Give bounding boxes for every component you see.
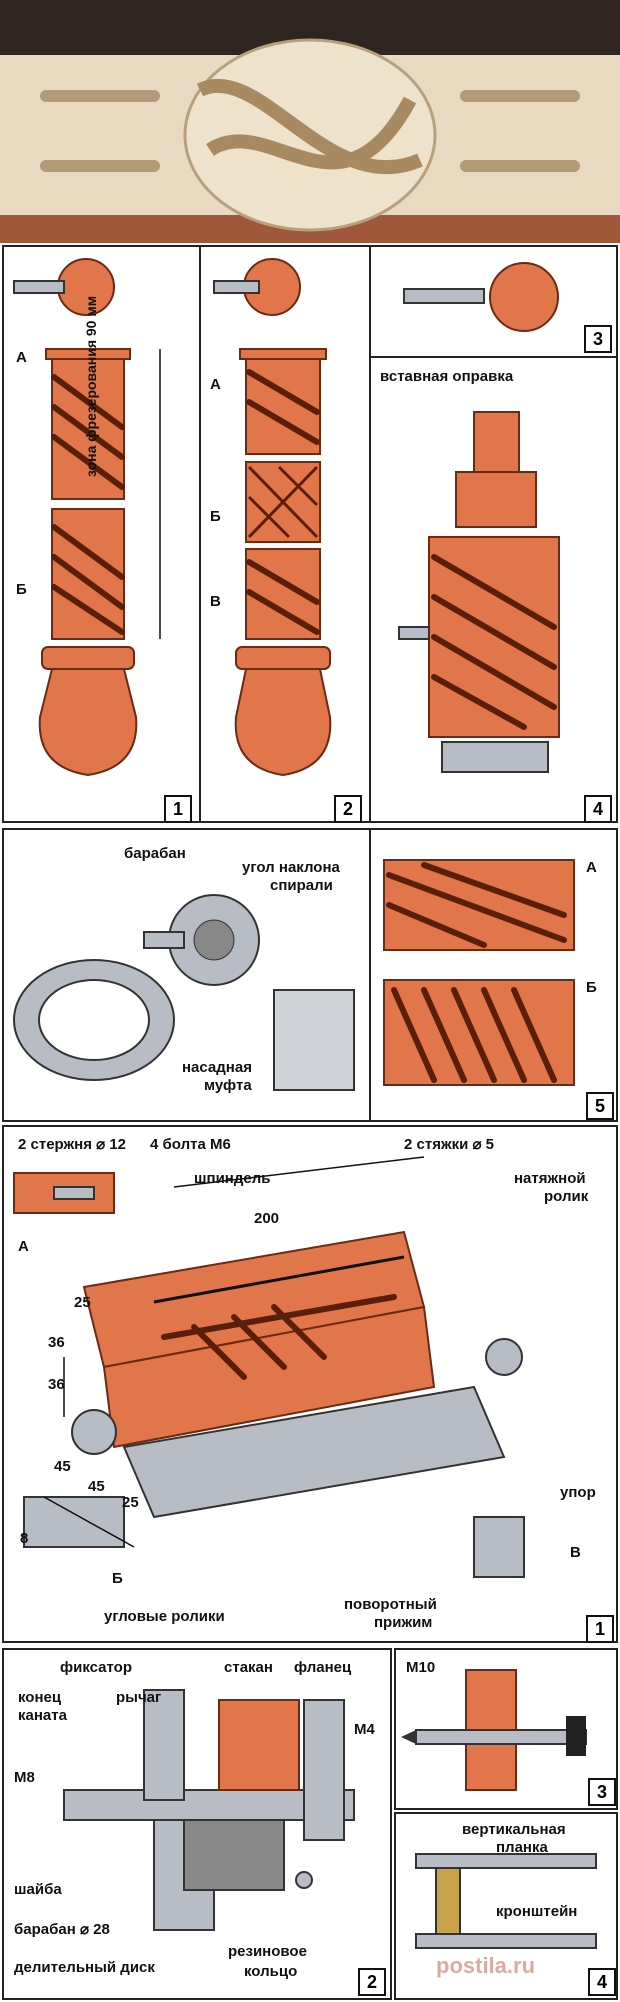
panel4-title: вставная оправка [380, 368, 514, 385]
panel4-number: 4 [584, 795, 612, 823]
tension-roller-1: натяжной [514, 1170, 586, 1187]
panel5-angle-1: угол наклона [242, 859, 340, 876]
panel5-sleeve-1: насадная [182, 1059, 252, 1076]
rods-label: 2 стержня ⌀ 12 [18, 1136, 127, 1153]
flange-label: фланец [294, 1659, 352, 1676]
top-photo [0, 0, 620, 243]
bolts-label: 4 болта М6 [150, 1136, 231, 1153]
baluster-drawings [13, 247, 616, 821]
detail-4-panel: вертикальная планка кронштейн postila.ru… [394, 1812, 618, 2000]
detail4-drawing [415, 1853, 597, 1949]
rope-end-1: конец [18, 1689, 62, 1706]
drum-label: барабан ⌀ 28 [14, 1921, 110, 1938]
dim-200: 200 [254, 1210, 280, 1227]
panel1-label-a: А [16, 349, 27, 366]
panel1-number: 1 [164, 795, 192, 823]
panel5-drawings [13, 830, 575, 1120]
carved-baluster-photo [0, 0, 620, 243]
panel-5: барабан угол наклона спирали насадная му… [2, 828, 618, 1122]
detail2-drawing [63, 1689, 355, 1931]
detail-3-panel: М10 3 [394, 1648, 618, 1810]
dim-25-bottom: 25 [122, 1494, 139, 1511]
cup-label: стакан [224, 1659, 273, 1676]
dim-36-b: 36 [48, 1376, 65, 1393]
dim-36-a: 36 [48, 1334, 65, 1351]
panel5-label-a: А [586, 859, 597, 876]
vertical-plank-2: планка [496, 1839, 548, 1856]
detail-2-panel: фиксатор стакан фланец конец каната рыча… [2, 1648, 392, 2000]
fixator-label: фиксатор [60, 1659, 132, 1676]
washer-label: шайба [14, 1881, 62, 1898]
tension-roller-2: ролик [544, 1188, 589, 1205]
detail4-number: 4 [588, 1968, 616, 1996]
machine-drawing [13, 1156, 525, 1578]
machine-number: 1 [586, 1615, 614, 1643]
stop-label: упор [560, 1484, 596, 1501]
dim-45-b: 45 [88, 1478, 105, 1495]
panel5-angle-2: спирали [270, 877, 333, 894]
panel2-number: 2 [334, 795, 362, 823]
m10-label: М10 [406, 1659, 436, 1676]
panel5-number: 5 [586, 1092, 614, 1120]
panel1-zone-label: зона фрезерования 90 мм [83, 295, 99, 477]
panel1-label-b: Б [16, 581, 27, 598]
spindle-label: шпиндель [194, 1170, 271, 1187]
rope-end-2: каната [18, 1707, 67, 1724]
swivel-clamp-2: прижим [374, 1614, 433, 1631]
machine-panel: 2 стержня ⌀ 12 4 болта М6 2 стяжки ⌀ 5 ш… [2, 1125, 618, 1643]
panel3-number: 3 [584, 325, 612, 353]
panel5-baraban: барабан [124, 845, 186, 862]
panel2-label-a: А [210, 376, 221, 393]
rubber-ring-2: кольцо [244, 1963, 298, 1980]
rubber-ring-1: резиновое [228, 1943, 307, 1960]
bracket-label: кронштейн [496, 1903, 578, 1920]
panel5-sleeve-2: муфта [204, 1077, 252, 1094]
detail3-number: 3 [588, 1778, 616, 1806]
watermark: postila.ru [436, 1953, 536, 1978]
dim-8: 8 [20, 1530, 29, 1547]
m8-label: М8 [14, 1769, 35, 1786]
panel5-label-b: Б [586, 979, 597, 996]
panel-section-1-4: А Б зона фрезерования 90 мм 1 А Б В 2 3 … [2, 245, 618, 823]
machine-label-a: А [18, 1238, 29, 1255]
lever-label: рычаг [116, 1689, 162, 1706]
detail3-drawing [401, 1669, 587, 1791]
swivel-clamp-1: поворотный [344, 1596, 437, 1613]
angle-rollers-label: угловые ролики [104, 1608, 225, 1625]
panel2-label-b: Б [210, 508, 221, 525]
dim-45-a: 45 [54, 1458, 71, 1475]
machine-label-v: В [570, 1544, 581, 1561]
disk-label: делительный диск [14, 1959, 155, 1976]
m4-label: М4 [354, 1721, 375, 1738]
vertical-plank-1: вертикальная [462, 1821, 566, 1838]
ties-label: 2 стяжки ⌀ 5 [404, 1136, 495, 1153]
detail2-number: 2 [358, 1968, 386, 1996]
dim-25-top: 25 [74, 1294, 91, 1311]
panel2-label-v: В [210, 593, 221, 610]
machine-label-b: Б [112, 1570, 123, 1587]
